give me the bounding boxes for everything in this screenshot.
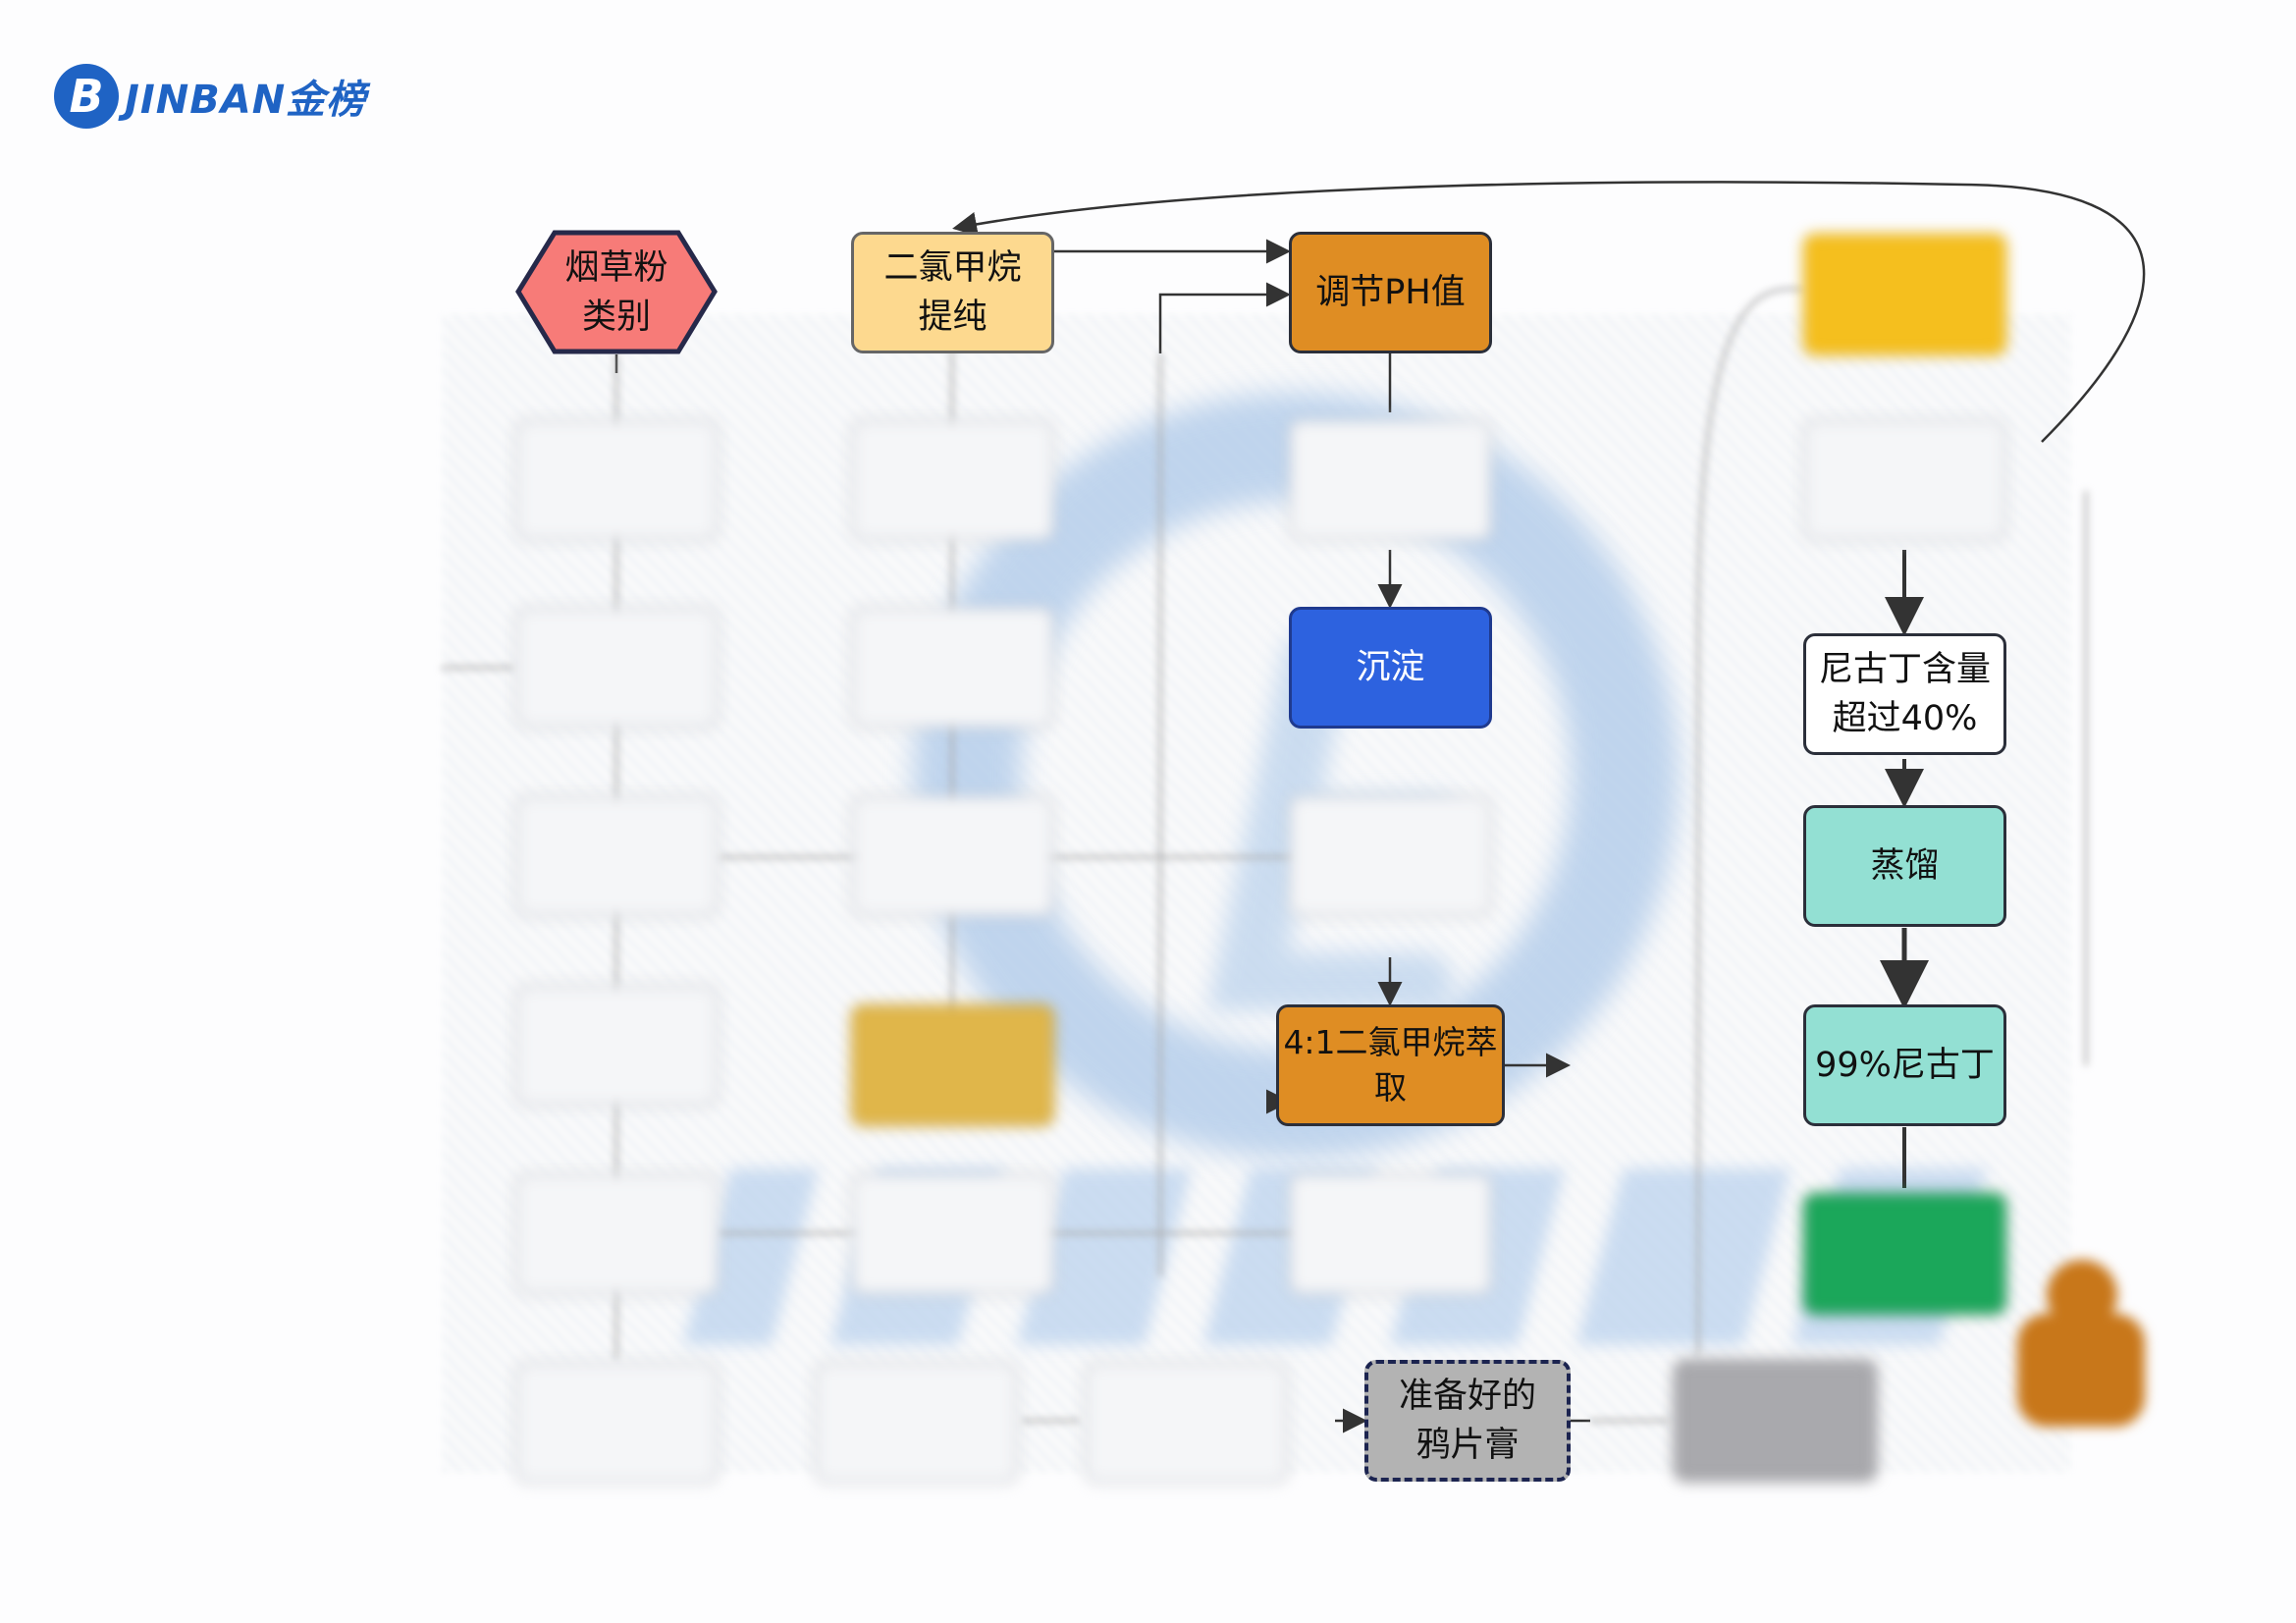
node-label: 准备好的鸦片膏 (1398, 1377, 1536, 1465)
node-blurred (851, 795, 1054, 917)
node-tobacco-powder[interactable]: 烟草粉类别 (515, 230, 718, 354)
node-label: 尼古丁含量超过40% (1818, 650, 1991, 738)
node-blurred-gray (1674, 1360, 1877, 1482)
logo-mark-icon: B (54, 64, 119, 129)
node-label: 烟草粉类别 (564, 247, 668, 337)
node-blurred (515, 795, 719, 917)
node-blurred-gold (851, 1004, 1054, 1126)
node-precipitate[interactable]: 沉淀 (1289, 607, 1492, 729)
node-blurred (515, 1362, 719, 1484)
node-blurred (1803, 419, 2006, 541)
node-blurred (851, 607, 1054, 729)
arrow-to-ph (1158, 282, 1291, 353)
node-blurred (815, 1362, 1018, 1484)
node-blurred (1289, 419, 1492, 541)
person-icon (2007, 1260, 2155, 1432)
node-adjust-ph[interactable]: 调节PH值 (1289, 232, 1492, 353)
node-blurred (515, 607, 719, 729)
node-blurred (515, 419, 719, 541)
node-distill[interactable]: 蒸馏 (1803, 805, 2006, 927)
node-label: 二氯甲烷提纯 (883, 248, 1022, 337)
node-label: 99%尼古丁 (1815, 1046, 1995, 1085)
node-dcm-purify[interactable]: 二氯甲烷提纯 (851, 232, 1054, 353)
node-blurred (515, 1173, 719, 1295)
hexagon-shape (515, 230, 718, 354)
node-blurred-gold (1803, 234, 2006, 355)
curve-feedback (952, 181, 2146, 443)
node-blurred (1289, 1173, 1492, 1295)
node-blurred (1085, 1362, 1288, 1484)
node-label: 沉淀 (1356, 648, 1425, 687)
node-blurred (851, 1173, 1054, 1295)
node-blurred (515, 985, 719, 1107)
node-blurred (851, 419, 1054, 541)
node-nicotine-99[interactable]: 99%尼古丁 (1803, 1004, 2006, 1126)
node-opium-paste[interactable]: 准备好的鸦片膏 (1364, 1360, 1571, 1482)
node-label: 4:1二氯甲烷萃取 (1283, 1023, 1498, 1107)
brand-logo: B JINBAN金榜 (54, 64, 366, 129)
node-nicotine-40[interactable]: 尼古丁含量超过40% (1803, 633, 2006, 755)
node-blurred-green (1803, 1193, 2006, 1315)
logo-text: JINBAN金榜 (125, 78, 367, 123)
node-blurred (1289, 795, 1492, 917)
node-extraction[interactable]: 4:1二氯甲烷萃取 (1276, 1004, 1505, 1126)
node-label: 蒸馏 (1870, 846, 1940, 886)
node-label: 调节PH值 (1315, 273, 1466, 312)
